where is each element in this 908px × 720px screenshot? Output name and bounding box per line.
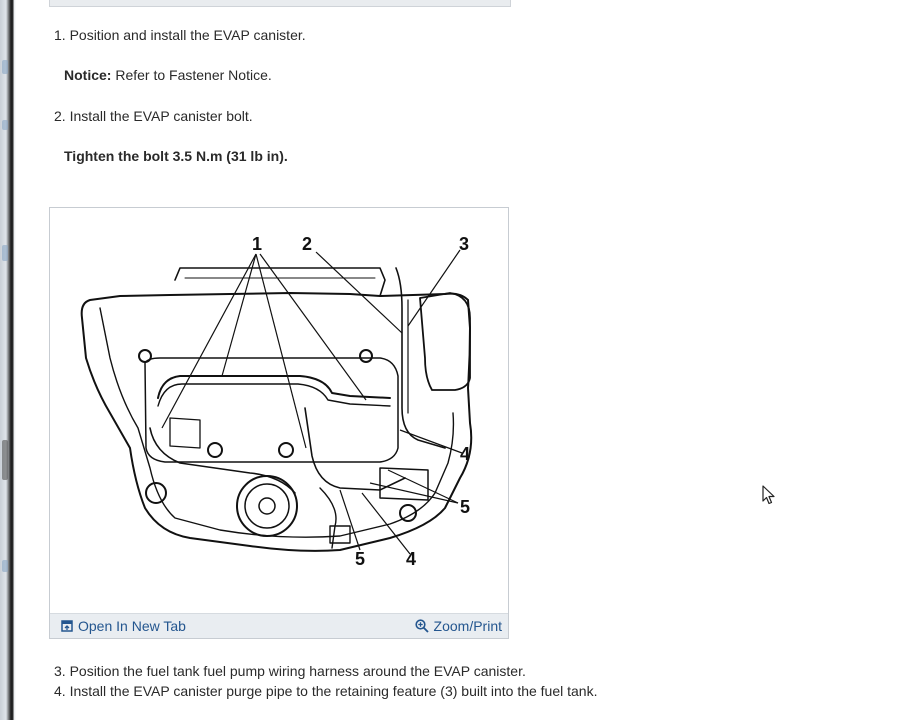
purge-pipe bbox=[157, 375, 391, 399]
purge-pipe-2 bbox=[157, 383, 391, 407]
torque-spec: Tighten the bolt 3.5 N.m (31 lb in). bbox=[64, 148, 288, 164]
edge-mark bbox=[2, 120, 8, 130]
mount-hole bbox=[145, 482, 167, 504]
edge-mark bbox=[2, 440, 8, 480]
zoom-print-label: Zoom/Print bbox=[433, 618, 502, 634]
mount-hole bbox=[399, 504, 417, 522]
leader-lines bbox=[161, 249, 463, 555]
edge-mark bbox=[2, 560, 8, 572]
lower-left-detail bbox=[169, 417, 201, 449]
open-in-new-tab-link[interactable]: Open In New Tab bbox=[61, 618, 186, 634]
callout-4: 4 bbox=[406, 549, 416, 569]
harness-line-2 bbox=[319, 487, 337, 549]
vent-line bbox=[149, 427, 296, 494]
step-2-text: 2. Install the EVAP canister bolt. bbox=[54, 108, 253, 124]
callout-5: 5 bbox=[355, 549, 365, 569]
harness-line bbox=[304, 407, 406, 491]
lower-right-bracket bbox=[379, 467, 429, 501]
mount-hole bbox=[359, 349, 373, 363]
open-in-new-tab-icon bbox=[61, 620, 73, 632]
edge-mark bbox=[2, 245, 8, 261]
open-in-new-tab-label: Open In New Tab bbox=[78, 618, 186, 634]
mount-hole bbox=[278, 442, 294, 458]
top-plate bbox=[174, 267, 386, 297]
window-left-edge bbox=[0, 0, 16, 720]
fuel-pump-ring bbox=[244, 483, 290, 529]
mount-hole bbox=[138, 349, 152, 363]
magnifier-plus-icon bbox=[414, 619, 429, 633]
callout-1: 1 bbox=[252, 234, 262, 254]
callout-2: 2 bbox=[302, 234, 312, 254]
right-hose bbox=[395, 267, 446, 449]
figure-toolbar: Open In New Tab Zoom/Print bbox=[50, 613, 508, 638]
notice-line: Notice: Refer to Fastener Notice. bbox=[64, 67, 272, 83]
notice-text: Refer to Fastener Notice. bbox=[111, 67, 272, 83]
step-3-text: 3. Position the fuel tank fuel pump wiri… bbox=[54, 663, 526, 679]
callout-3: 3 bbox=[459, 234, 469, 254]
fuel-pump-module bbox=[236, 475, 298, 537]
fuel-tank-diagram[interactable]: 1 2 3 4 5 5 4 bbox=[50, 208, 508, 614]
zoom-print-link[interactable]: Zoom/Print bbox=[414, 618, 502, 634]
edge-mark bbox=[2, 60, 8, 74]
previous-figure-frame bbox=[49, 0, 511, 7]
evap-canister-body bbox=[144, 357, 399, 463]
evap-canister-figure: 1 2 3 4 5 5 4 Open In New Tab Zoom/Print bbox=[49, 207, 509, 639]
pump-center bbox=[258, 497, 276, 515]
callout-5: 5 bbox=[460, 497, 470, 517]
bottom-fitting bbox=[329, 525, 351, 544]
mouse-pointer-icon bbox=[762, 485, 775, 505]
callout-4: 4 bbox=[460, 444, 470, 464]
notice-label: Notice: bbox=[64, 67, 112, 83]
step-1-text: 1. Position and install the EVAP caniste… bbox=[54, 27, 306, 43]
right-bracket bbox=[419, 292, 471, 391]
mount-hole bbox=[207, 442, 223, 458]
step-4-text: 4. Install the EVAP canister purge pipe … bbox=[54, 683, 598, 699]
